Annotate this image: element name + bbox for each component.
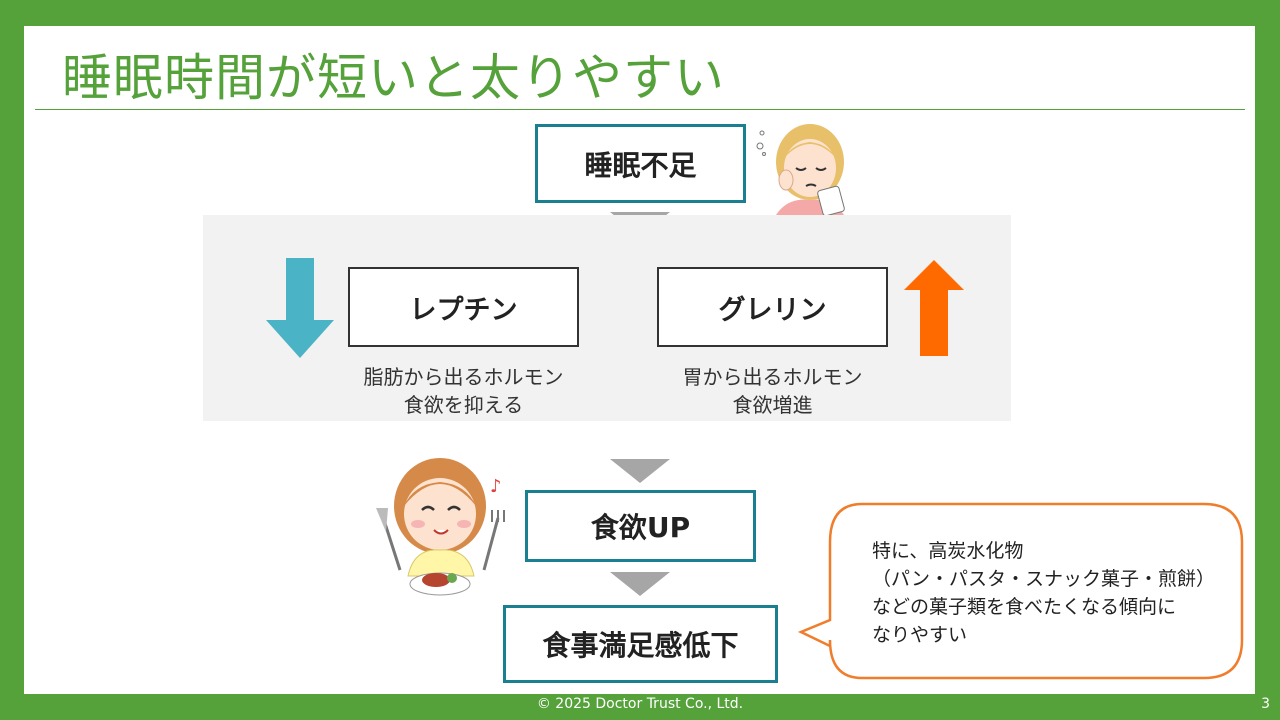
- page-number: 3: [1261, 696, 1270, 712]
- ghrelin-desc-line-2: 食欲増進: [732, 393, 813, 417]
- leptin-desc-line-1: 脂肪から出るホルモン: [363, 365, 564, 389]
- leptin-label: レプチン: [409, 294, 518, 326]
- leptin-box: レプチン: [348, 267, 579, 347]
- copyright-footer: © 2025 Doctor Trust Co., Ltd.: [536, 696, 744, 712]
- sleep-lack-box: 睡眠不足: [535, 124, 746, 203]
- ghrelin-box: グレリン: [657, 267, 888, 347]
- appetite-up-label: 食欲UP: [590, 511, 691, 544]
- satiety-down-label: 食事満足感低下: [542, 629, 739, 662]
- satiety-down-box: 食事満足感低下: [503, 605, 778, 683]
- callout-text: 特に、高炭水化物 （パン・パスタ・スナック菓子・煎餅） などの菓子類を食べたくな…: [872, 537, 1215, 649]
- sleep-lack-label: 睡眠不足: [584, 148, 697, 182]
- callout-bubble: [798, 502, 1244, 680]
- callout-line-1: 特に、高炭水化物: [872, 540, 1024, 562]
- connector-arrow: [610, 572, 670, 596]
- ghrelin-description: 胃から出るホルモン 食欲増進: [657, 363, 888, 419]
- slide-title: 睡眠時間が短いと太りやすい: [62, 49, 725, 107]
- leptin-desc-line-2: 食欲を抑える: [403, 393, 524, 417]
- title-divider: [35, 109, 1245, 110]
- eating-girl-illustration: ♪: [376, 458, 505, 596]
- callout-line-4: なりやすい: [872, 624, 968, 646]
- leptin-description: 脂肪から出るホルモン 食欲を抑える: [348, 363, 579, 419]
- callout-line-3: などの菓子類を食べたくなる傾向に: [872, 596, 1177, 618]
- svg-text:♪: ♪: [490, 476, 502, 497]
- connector-arrow: [610, 459, 670, 483]
- callout-line-2: （パン・パスタ・スナック菓子・煎餅）: [872, 568, 1215, 590]
- arrow-down-icon: [266, 258, 334, 358]
- appetite-up-box: 食欲UP: [525, 490, 756, 562]
- arrow-up-icon: [904, 260, 964, 356]
- ghrelin-label: グレリン: [718, 294, 827, 326]
- ghrelin-desc-line-1: 胃から出るホルモン: [682, 365, 863, 389]
